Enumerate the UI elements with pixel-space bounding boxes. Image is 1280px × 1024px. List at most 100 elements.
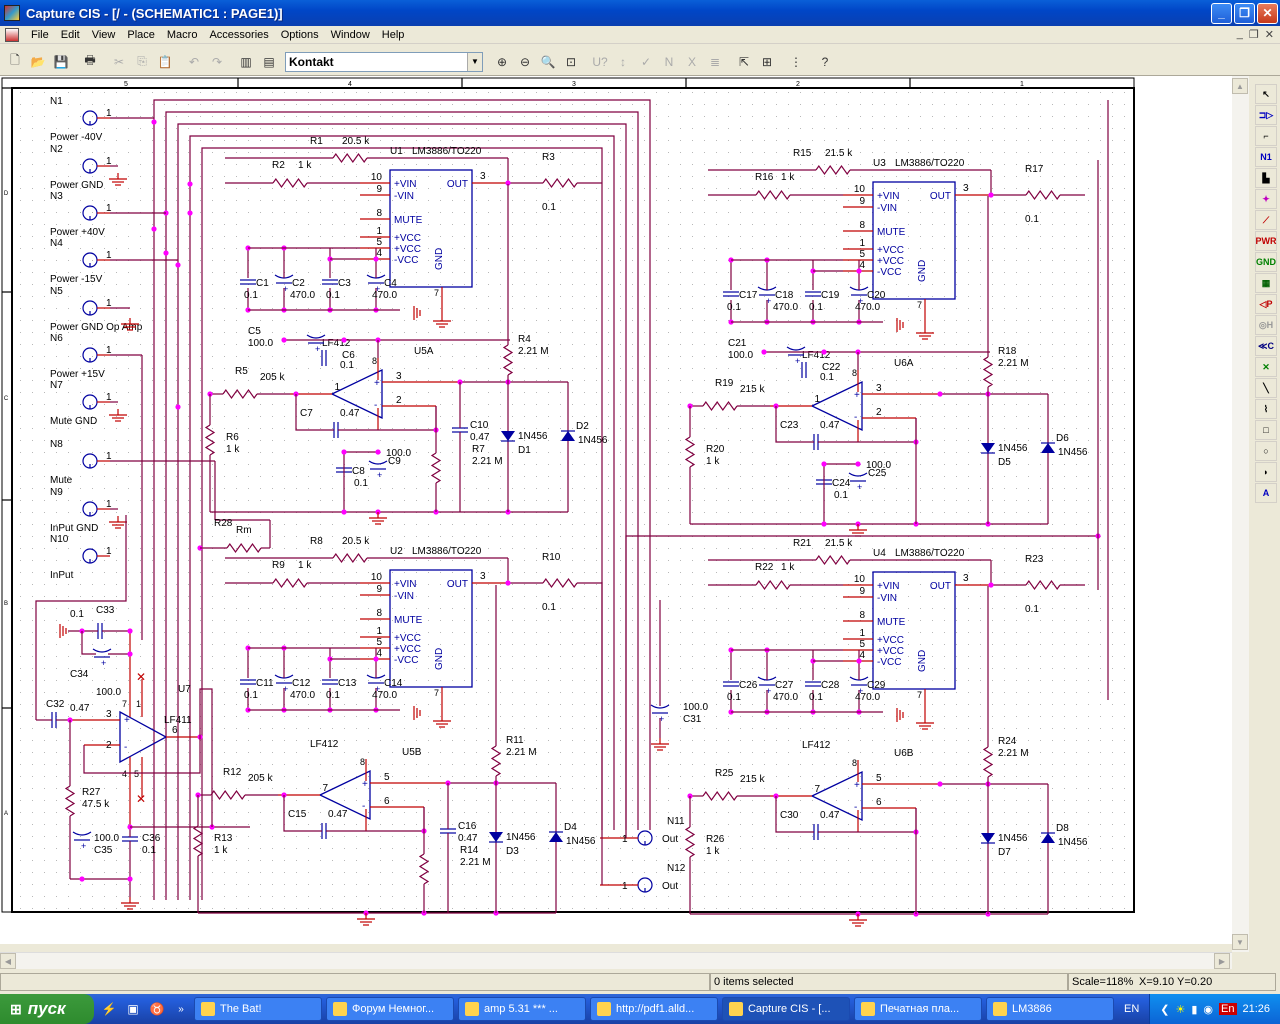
grid-dot: [428, 200, 429, 201]
new-button[interactable]: 🗋: [4, 51, 26, 73]
restore-button[interactable]: ❐: [1234, 2, 1255, 24]
open-button[interactable]: 📂: [27, 51, 49, 73]
snap-to-grid-button[interactable]: ⇱: [733, 51, 755, 73]
minimize-button[interactable]: _: [1211, 2, 1232, 24]
grid-dot: [68, 668, 69, 669]
zoom-in-button[interactable]: ⊕: [491, 51, 513, 73]
grid-dot: [728, 728, 729, 729]
grid-dot: [740, 392, 741, 393]
grid-dot: [584, 824, 585, 825]
menu-place[interactable]: Place: [127, 28, 155, 41]
grid-dot: [812, 332, 813, 333]
grid-dot: [800, 320, 801, 321]
grid-dot: [452, 596, 453, 597]
close-button[interactable]: ✕: [1257, 2, 1278, 24]
grid-dot: [236, 668, 237, 669]
print-button[interactable]: 🖶: [79, 51, 101, 73]
annotate-button[interactable]: U?: [589, 51, 611, 73]
zoom-all-button[interactable]: ⊡: [560, 51, 582, 73]
grid-dot: [536, 608, 537, 609]
grid-dot: [464, 332, 465, 333]
menu-edit[interactable]: Edit: [60, 28, 80, 41]
grid-dot: [380, 152, 381, 153]
grid-dot: [296, 668, 297, 669]
grid-dot: [584, 896, 585, 897]
grid-dot: [596, 200, 597, 201]
grid-dot: [608, 572, 609, 573]
grid-dot: [416, 200, 417, 201]
grid-dot: [68, 332, 69, 333]
grid-dot: [224, 152, 225, 153]
grid-dot: [416, 548, 417, 549]
chevron-down-icon[interactable]: ▼: [467, 52, 482, 71]
grid-dot: [836, 572, 837, 573]
document-icon[interactable]: [5, 27, 19, 42]
netlist-button[interactable]: N: [658, 51, 680, 73]
doc-minimize-button[interactable]: _: [1236, 28, 1243, 40]
grid-dot: [620, 104, 621, 105]
help-button[interactable]: ?: [814, 51, 836, 73]
browse-button[interactable]: ▤: [258, 51, 280, 73]
grid-dot: [716, 344, 717, 345]
project-manager-button[interactable]: ▥: [235, 51, 257, 73]
menu-options[interactable]: Options: [280, 28, 319, 41]
menu-accessories[interactable]: Accessories: [209, 28, 269, 41]
part-combo[interactable]: Kontakt ▼: [285, 51, 483, 72]
menu-help[interactable]: Help: [381, 28, 405, 41]
zoom-out-button[interactable]: ⊖: [514, 51, 536, 73]
grid-dot: [68, 848, 69, 849]
grid-dot: [452, 356, 453, 357]
grid-dot: [284, 548, 285, 549]
grid-dot: [836, 332, 837, 333]
doc-restore-button[interactable]: ❐: [1248, 29, 1259, 41]
grid-dot: [32, 608, 33, 609]
grid-dot: [356, 572, 357, 573]
back-annotate-button[interactable]: ↕: [612, 51, 634, 73]
grid-dot: [284, 620, 285, 621]
grid-dot: [752, 788, 753, 789]
undo-button[interactable]: ↶: [183, 51, 205, 73]
save-button[interactable]: 💾: [50, 51, 72, 73]
grid-dot: [248, 140, 249, 141]
grid-dot: [740, 152, 741, 153]
doc-close-button[interactable]: ✕: [1264, 29, 1274, 41]
zoom-area-button[interactable]: 🔍: [537, 51, 559, 73]
menu-window[interactable]: Window: [330, 28, 370, 41]
grid-dot: [296, 596, 297, 597]
menu-macro[interactable]: Macro: [166, 28, 198, 41]
grid-dot: [848, 92, 849, 93]
grid-dot: [620, 464, 621, 465]
grid-dot: [680, 836, 681, 837]
bom-button[interactable]: ≣: [704, 51, 726, 73]
paste-button[interactable]: 📋: [154, 51, 176, 73]
grid-dot: [152, 728, 153, 729]
menu-file[interactable]: File: [31, 28, 49, 41]
grid-dot: [740, 812, 741, 813]
grid-dot: [836, 740, 837, 741]
grid-dot: [116, 296, 117, 297]
grid-dot: [500, 320, 501, 321]
menu-view[interactable]: View: [91, 28, 116, 41]
redo-button[interactable]: ↷: [206, 51, 228, 73]
cross-reference-button[interactable]: X: [681, 51, 703, 73]
grid-dot: [248, 188, 249, 189]
hierarchy-button[interactable]: ⋮: [785, 51, 807, 73]
grid-dot: [824, 620, 825, 621]
grid-dot: [848, 380, 849, 381]
grid-dot: [176, 800, 177, 801]
grid-dot: [356, 428, 357, 429]
cut-button[interactable]: ✂: [108, 51, 130, 73]
grid-dot: [812, 776, 813, 777]
copy-button[interactable]: ⎘: [131, 51, 153, 73]
grid-dot: [512, 908, 513, 909]
grid-dot: [776, 620, 777, 621]
drc-button[interactable]: ✓: [635, 51, 657, 73]
grid-dot: [860, 740, 861, 741]
grid-dot: [584, 116, 585, 117]
grid-dot: [428, 716, 429, 717]
area-select-button[interactable]: ⊞: [756, 51, 778, 73]
grid-dot: [392, 596, 393, 597]
grid-dot: [428, 272, 429, 273]
grid-dot: [380, 260, 381, 261]
